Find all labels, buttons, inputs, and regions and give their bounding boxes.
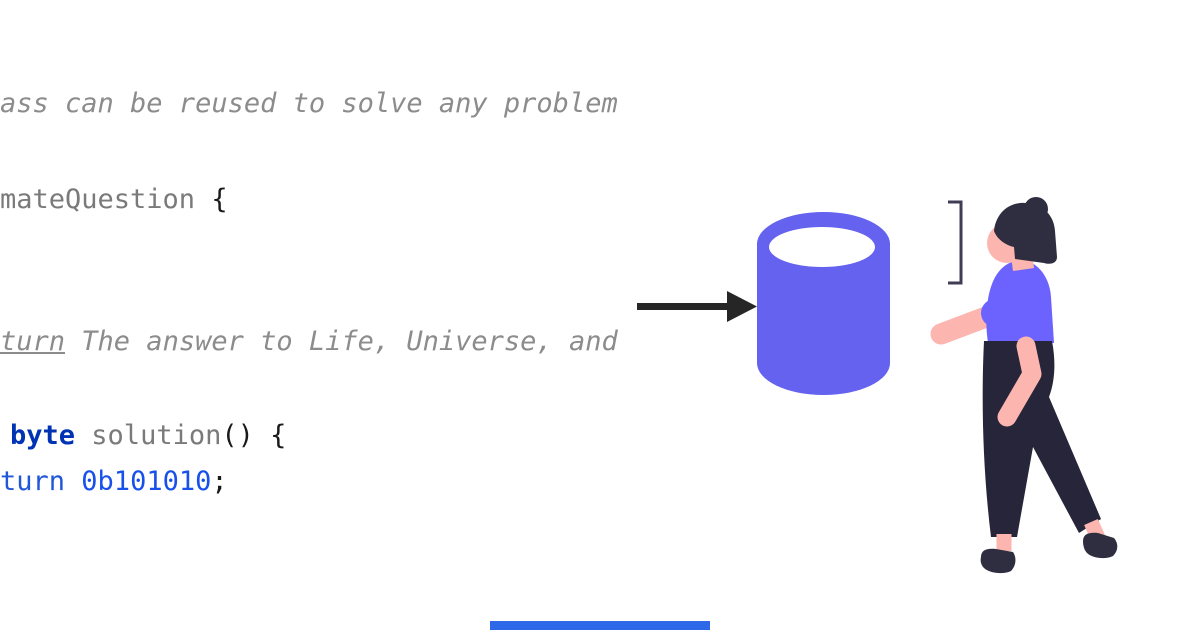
code-token: turn — [0, 466, 66, 497]
person-hair-bun — [1024, 197, 1048, 221]
code-token: byte — [10, 420, 76, 451]
code-token: The answer to Life, Universe, and — [65, 326, 618, 357]
bottom-accent-bar — [490, 621, 710, 630]
code-token: ; — [211, 466, 228, 497]
code-token — [75, 420, 91, 451]
person-sleeve — [981, 291, 1026, 327]
code-line: byte solution() { — [10, 420, 286, 452]
code-line: ass can be reused to solve any problem — [0, 88, 618, 120]
code-token: turn — [0, 326, 66, 357]
illustration — [637, 197, 1118, 574]
code-token — [65, 466, 81, 497]
database-icon — [757, 212, 890, 395]
code-line: turn 0b101010; — [0, 466, 228, 498]
person-back-shoe — [1083, 532, 1118, 559]
code-token: 0b101010 — [81, 466, 212, 497]
arrow-icon — [637, 291, 757, 322]
code-line: turn The answer to Life, Universe, and — [0, 326, 618, 358]
code-token: ass can be reused to solve any problem — [0, 88, 618, 119]
person-near-arm — [997, 336, 1042, 427]
person-illustration — [930, 197, 1118, 574]
person-front-shoe — [980, 548, 1016, 574]
code-token: { — [195, 184, 228, 215]
person-pants — [982, 341, 1101, 537]
code-line: mateQuestion { — [0, 184, 228, 216]
code-token: mateQuestion — [0, 184, 196, 215]
code-token: solution — [91, 420, 222, 451]
code-token: () { — [221, 420, 287, 451]
bracket-icon — [948, 200, 963, 285]
